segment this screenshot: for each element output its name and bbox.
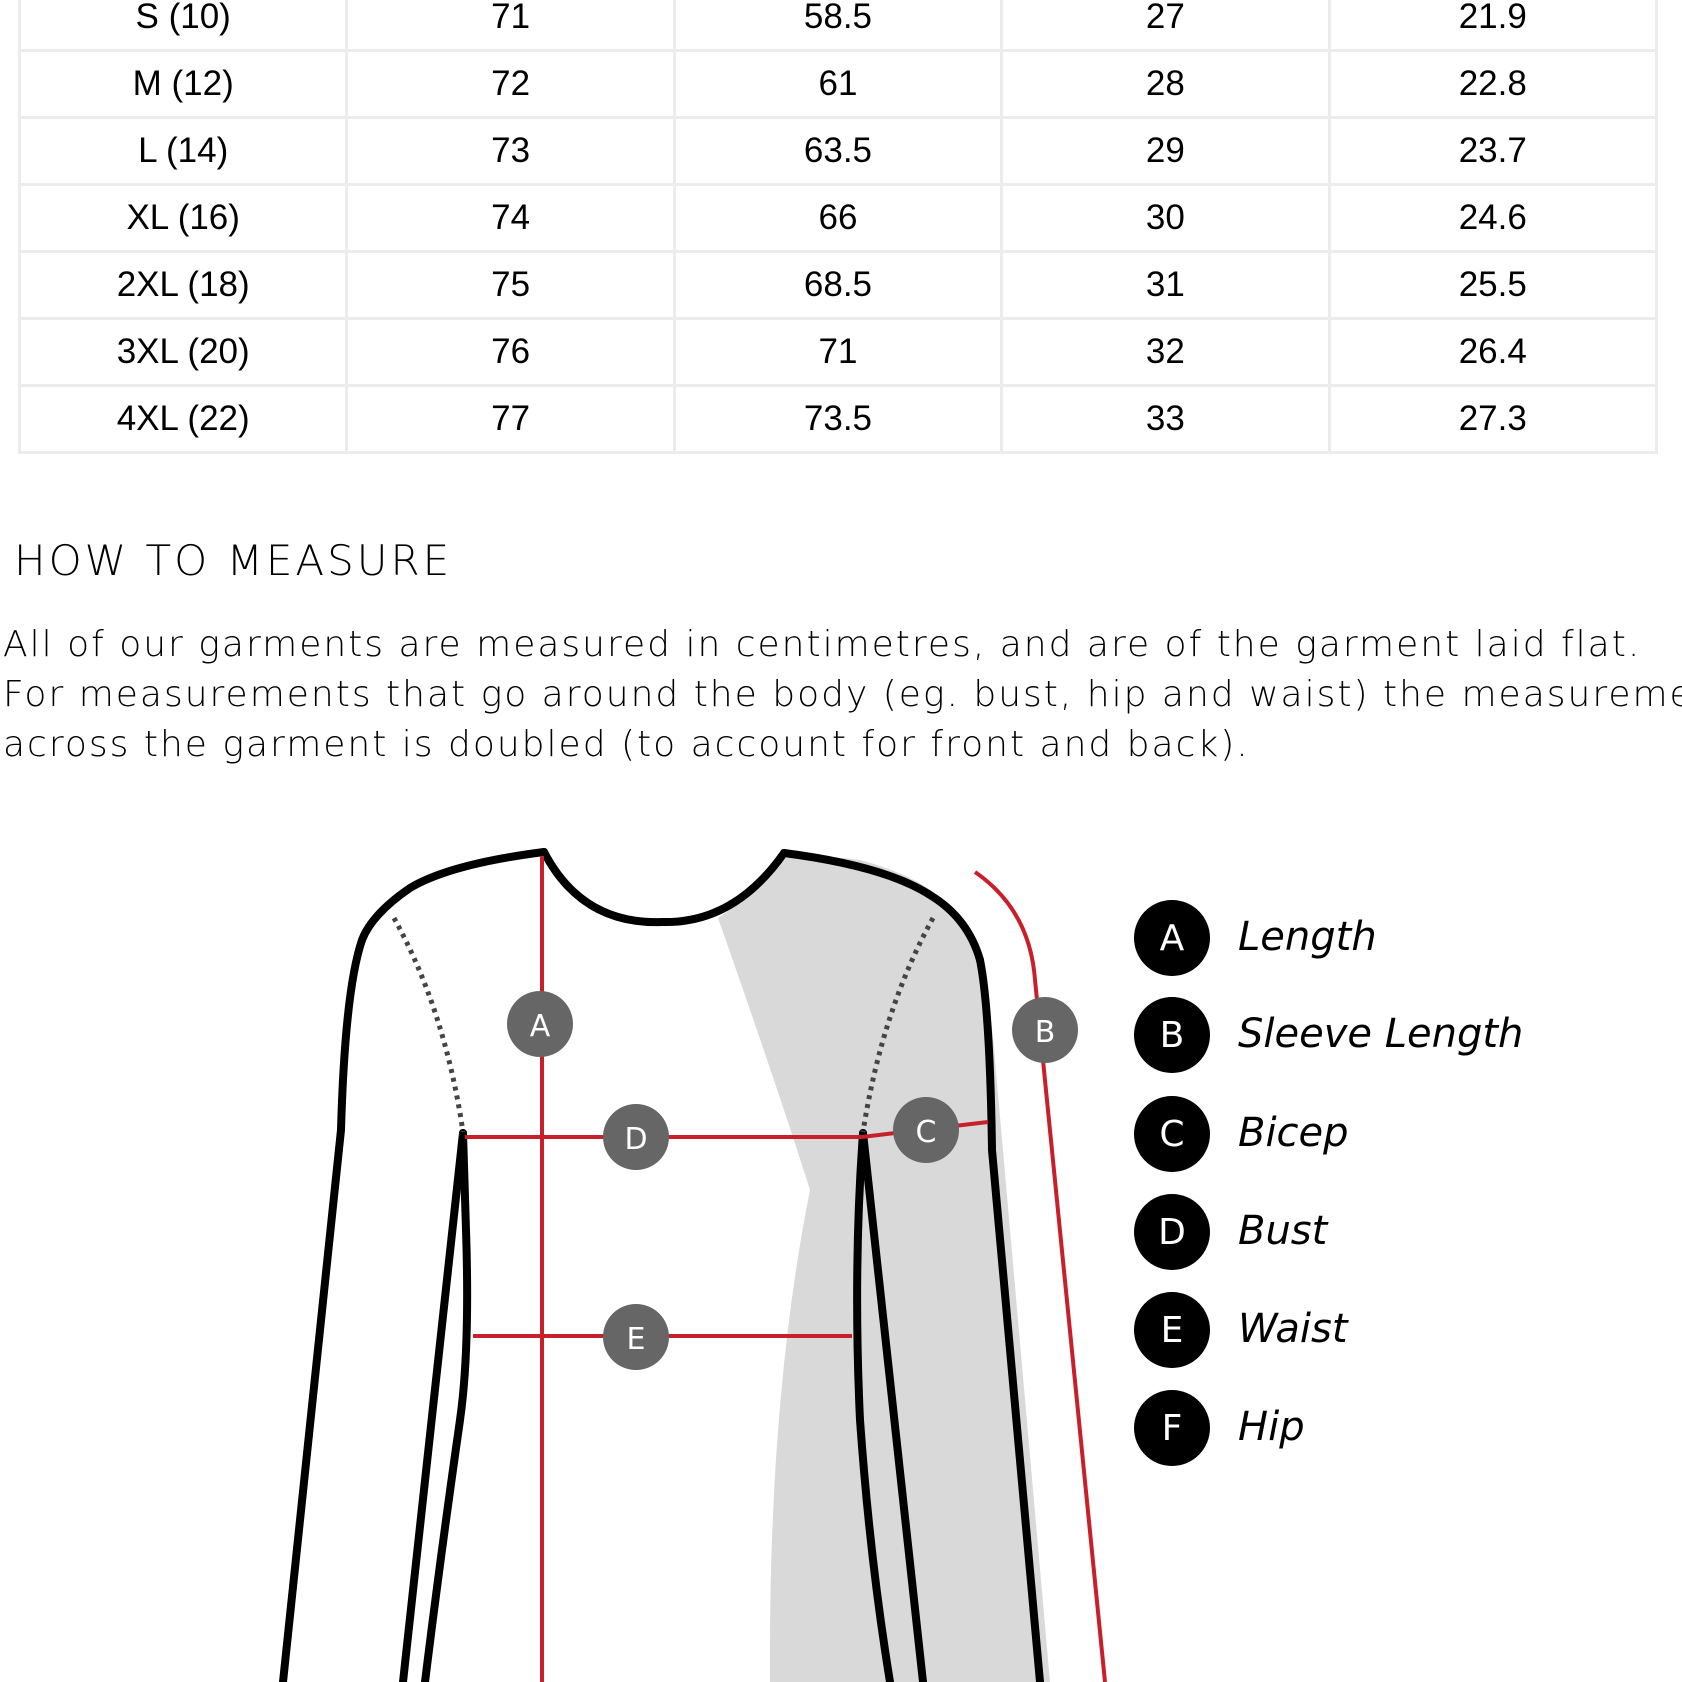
how-to-measure-line: across the garment is doubled (to accoun… [3, 724, 1250, 765]
svg-text:A: A [530, 1009, 551, 1044]
table-cell: 71 [345, 0, 676, 52]
table-cell: 71 [672, 317, 1004, 387]
table-row: 3XL (20) 76 71 32 26.4 [17, 317, 1659, 387]
left-shoulder-outline [358, 848, 548, 944]
right-underarm-outline [859, 1129, 927, 1682]
table-cell: 27 [1000, 0, 1331, 52]
table-cell: 77 [345, 384, 676, 454]
table-cell: 21.9 [1327, 0, 1659, 52]
table-cell: 73.5 [672, 384, 1004, 454]
legend-badge: B [1134, 997, 1210, 1073]
left-armhole-seam [391, 916, 466, 1133]
legend-item: F Hip [1134, 1390, 1594, 1466]
legend-label: Sleeve Length [1238, 1011, 1524, 1057]
table-cell-size: M (12) [17, 49, 349, 119]
table-cell-size: XL (16) [17, 183, 349, 253]
marker-a: A [507, 991, 573, 1057]
legend-badge: E [1134, 1292, 1210, 1368]
table-cell: 68.5 [672, 250, 1004, 320]
svg-text:D: D [624, 1122, 647, 1157]
table-cell-size: S (10) [17, 0, 349, 52]
svg-text:E: E [627, 1322, 646, 1357]
shaded-panel [718, 852, 1050, 1682]
table-cell: 73 [345, 116, 676, 186]
legend-label: Bust [1238, 1208, 1328, 1254]
table-cell: 58.5 [672, 0, 1004, 52]
right-armhole-outline [853, 1129, 894, 1682]
neckline-outline [540, 848, 788, 927]
left-underarm-outline [399, 1129, 467, 1682]
table-cell-size: 3XL (20) [17, 317, 349, 387]
sleeve-length-line [973, 870, 1107, 1682]
right-outer-outline [976, 956, 1044, 1682]
how-to-measure-text: All of our garments are measured in cent… [3, 620, 1682, 770]
table-cell: 74 [345, 183, 676, 253]
left-outer-outline [279, 936, 366, 1682]
marker-c: C [893, 1097, 959, 1163]
legend-item: A Length [1134, 900, 1594, 976]
table-row: 2XL (18) 75 68.5 31 25.5 [17, 250, 1659, 320]
table-cell: 29 [1000, 116, 1331, 186]
table-row: XL (16) 74 66 30 24.6 [17, 183, 1659, 253]
legend-item: B Sleeve Length [1134, 997, 1594, 1073]
legend-label: Bicep [1238, 1110, 1349, 1156]
table-cell: 22.8 [1327, 49, 1659, 119]
legend-label: Length [1238, 914, 1377, 960]
table-cell: 28 [1000, 49, 1331, 119]
how-to-measure-line: For measurements that go around the body… [3, 674, 1682, 715]
right-shoulder-outline [780, 849, 984, 964]
how-to-measure-heading: HOW TO MEASURE [14, 536, 453, 585]
table-cell: 33 [1000, 384, 1331, 454]
table-row: M (12) 72 61 28 22.8 [17, 49, 1659, 119]
legend-badge: A [1134, 900, 1210, 976]
legend-item: C Bicep [1134, 1096, 1594, 1172]
legend-label: Waist [1238, 1306, 1348, 1352]
table-cell: 63.5 [672, 116, 1004, 186]
legend-badge: F [1134, 1390, 1210, 1466]
table-row: S (10) 71 58.5 27 21.9 [17, 0, 1659, 52]
table-cell: 30 [1000, 183, 1331, 253]
table-cell: 27.3 [1327, 384, 1659, 454]
table-cell: 24.6 [1327, 183, 1659, 253]
table-row: L (14) 73 63.5 29 23.7 [17, 116, 1659, 186]
legend-item: D Bust [1134, 1194, 1594, 1270]
how-to-measure-line: All of our garments are measured in cent… [3, 624, 1642, 665]
marker-d: D [603, 1104, 669, 1170]
table-row: 4XL (22) 77 73.5 33 27.3 [17, 384, 1659, 454]
svg-text:B: B [1035, 1015, 1056, 1050]
table-cell-size: 4XL (22) [17, 384, 349, 454]
marker-b: B [1012, 997, 1078, 1063]
table-cell: 32 [1000, 317, 1331, 387]
table-cell: 72 [345, 49, 676, 119]
table-cell-size: 2XL (18) [17, 250, 349, 320]
left-armhole-outline [421, 1129, 472, 1682]
table-cell: 23.7 [1327, 116, 1659, 186]
legend-item: E Waist [1134, 1292, 1594, 1368]
table-cell-size: L (14) [17, 116, 349, 186]
table-cell: 76 [345, 317, 676, 387]
table-cell: 66 [672, 183, 1004, 253]
table-cell: 31 [1000, 250, 1331, 320]
legend-badge: C [1134, 1096, 1210, 1172]
table-cell: 26.4 [1327, 317, 1659, 387]
right-armhole-seam [860, 916, 936, 1133]
legend-badge: D [1134, 1194, 1210, 1270]
marker-e: E [603, 1304, 669, 1370]
table-cell: 61 [672, 49, 1004, 119]
svg-text:C: C [916, 1115, 937, 1150]
size-table: S (10) 71 58.5 27 21.9 M (12) 72 61 28 2… [17, 0, 1659, 454]
table-cell: 75 [345, 250, 676, 320]
legend-label: Hip [1238, 1404, 1305, 1450]
table-cell: 25.5 [1327, 250, 1659, 320]
